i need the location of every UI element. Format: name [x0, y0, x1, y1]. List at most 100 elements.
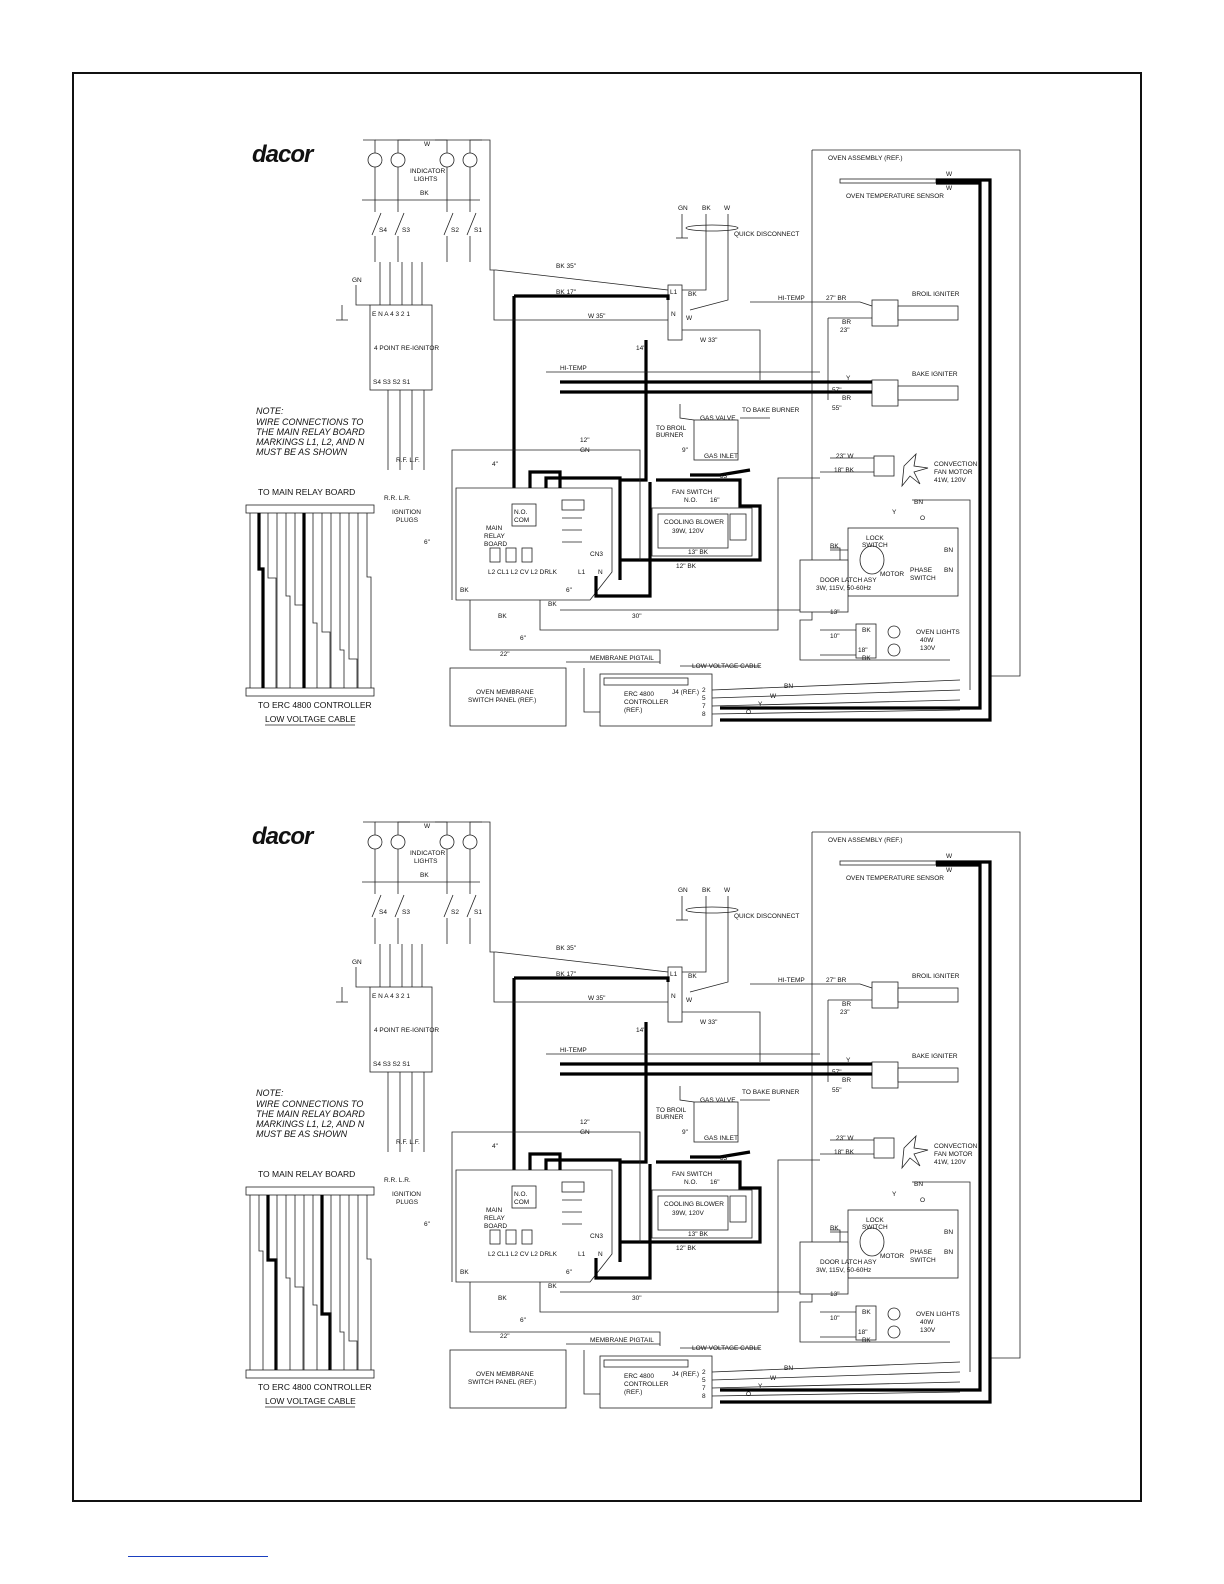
erc-controller-label: (REF.) — [624, 1389, 642, 1396]
feed-bk-heavy — [514, 294, 670, 300]
erc-controller-label: CONTROLLER — [624, 699, 669, 706]
wire-color-label: W — [946, 867, 953, 874]
gas-valve-body — [693, 1101, 739, 1143]
lamp-bus — [375, 139, 496, 271]
motor-label: MOTOR — [880, 571, 904, 578]
main-relay-board-outline — [455, 1169, 613, 1283]
feed-14 — [620, 1022, 648, 1164]
harness-connector-bottom — [245, 1369, 375, 1379]
wire-color-label: BN — [944, 547, 953, 554]
re-ignitor-terminals: E N A 4 3 2 1 — [372, 311, 410, 318]
wire-length-label: 27" BR — [826, 977, 847, 984]
indicator-lights-label: INDICATOR — [410, 850, 445, 857]
feed-w — [493, 952, 668, 1003]
wire-length-label: 6" — [566, 1269, 573, 1276]
oven-lights-label: 40W — [920, 637, 934, 644]
bake-igniter-label: BAKE IGNITER — [912, 371, 958, 378]
erc-controller-connector — [603, 677, 689, 686]
harness-wire — [266, 1195, 278, 1370]
note-line: WIRE CONNECTIONS TO — [256, 417, 363, 427]
low-voltage-cable-label: LOW VOLTAGE CABLE — [692, 663, 762, 670]
broil-igniter-label: BROIL IGNITER — [912, 973, 960, 980]
bake-igniter-element — [897, 1067, 959, 1083]
indicator-light-icon — [367, 834, 383, 850]
j4-pin: 7 — [702, 1385, 706, 1392]
j4-pin: 8 — [702, 711, 706, 718]
fan-switch-label: N.O. — [684, 1179, 698, 1186]
valve-lead — [690, 468, 751, 477]
wire-length-label: 14" — [636, 345, 646, 352]
w-lead — [689, 896, 729, 993]
bake-burner-label: TO BAKE BURNER — [742, 1089, 800, 1096]
switch-label: S4 — [379, 227, 387, 234]
wire-length-label: 33" — [720, 473, 730, 480]
convection-fan-label: FAN MOTOR — [934, 469, 973, 476]
wire-length-label: 22" — [500, 1333, 510, 1340]
harness-wire — [267, 513, 277, 688]
wire-color-label: Y — [758, 701, 763, 708]
wire-color-label: W — [686, 315, 693, 322]
j4-wire — [711, 699, 961, 707]
j4-pin: 5 — [702, 695, 706, 702]
relay-component — [489, 547, 501, 563]
broil-burner-pipe — [679, 404, 695, 421]
wire-color-label: Y — [846, 375, 851, 382]
fan-switch-label: N.O. — [684, 497, 698, 504]
broil-igniter-body — [871, 299, 899, 327]
wire-color-label: W — [946, 853, 953, 860]
indicator-lights-label: LIGHTS — [414, 176, 438, 183]
cooling-blower-spec: 39W, 120V — [672, 1210, 704, 1217]
harness-wire — [348, 513, 358, 688]
wire-color-label: GN — [352, 959, 362, 966]
wire-length-label: 23" W — [836, 453, 854, 460]
feed-bk — [495, 951, 669, 973]
harness-wire — [348, 1195, 358, 1370]
wire-color-label: BK — [548, 601, 557, 608]
bake-burner-label: TO BAKE BURNER — [742, 407, 800, 414]
oven-assembly-outline — [799, 150, 950, 661]
temp-sensor-probe — [839, 860, 937, 866]
broil-lead — [750, 301, 873, 307]
terminal-l1: L1 — [578, 1251, 586, 1258]
wire-color-label: O — [746, 1391, 751, 1398]
gas-valve-label: GAS VALVE — [700, 415, 736, 422]
wire-color-label: O — [920, 1197, 925, 1204]
oven-light-icon — [887, 643, 901, 657]
relay-component — [505, 547, 517, 563]
relay-com-label: COM — [514, 1199, 529, 1206]
wire-color-label: W — [770, 693, 777, 700]
terminal-l1: L1 — [578, 569, 586, 576]
broil-igniter-element — [897, 305, 959, 321]
oven-lights-label: 130V — [920, 645, 936, 652]
broil-igniter-element — [897, 987, 959, 1003]
re-ignitor-label: 4 POINT RE-IGNITOR — [374, 1027, 439, 1034]
wire-length-label: 23" — [840, 1009, 850, 1016]
bake-igniter-body — [871, 379, 899, 407]
bake-igniter-body — [871, 1061, 899, 1089]
harness-wire — [285, 513, 291, 688]
wire-length-label: 4" — [492, 461, 499, 468]
harness-connector-top — [245, 504, 375, 514]
wire-color-label: BR — [842, 1001, 851, 1008]
wire-length-label: BK 35" — [556, 263, 577, 270]
wire-color-label: BK — [702, 887, 711, 894]
wire-length-label: 13" — [830, 1291, 840, 1298]
harness-wire — [312, 1195, 318, 1370]
bk-lead — [676, 214, 707, 291]
bk-lead — [676, 896, 707, 973]
hi-temp-label: HI-TEMP — [778, 295, 805, 302]
wire-color-label: BN — [784, 1365, 793, 1372]
indicator-light-icon — [390, 834, 406, 850]
page-frame — [72, 72, 1142, 1502]
wire-length-label: 13" — [830, 609, 840, 616]
w-33 — [682, 329, 761, 380]
bake-igniter-element — [897, 385, 959, 401]
j4-pin: 2 — [702, 687, 706, 694]
terminal-block — [667, 966, 683, 1023]
wire-color-label: W — [686, 997, 693, 1004]
convection-fan-icon — [901, 452, 929, 488]
wire-length-label: 9" — [682, 1129, 689, 1136]
wire-color-label: BR — [842, 395, 851, 402]
re-ignitor-box — [369, 304, 433, 391]
temp-sensor-probe — [839, 178, 937, 184]
